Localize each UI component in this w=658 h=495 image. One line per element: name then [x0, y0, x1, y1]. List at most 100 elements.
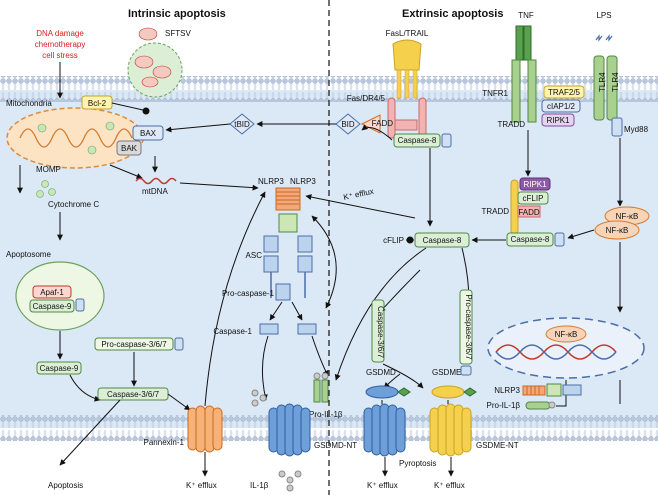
fasl-label: FasL/TRAIL	[386, 29, 429, 38]
momp-label: MOMP	[36, 165, 61, 174]
bax-box	[132, 125, 164, 141]
nlrp3-gene-label: NLRP3	[494, 386, 520, 395]
caspase8-mid-box	[506, 232, 554, 247]
bax-label: BAX	[140, 129, 157, 138]
nfkb-2-label: NF-κB	[606, 226, 629, 235]
pro-caspase-367-v-label: Pro-caspase-3/6/7	[464, 294, 473, 360]
tnfr1-label: TNFR1	[482, 89, 508, 98]
nfkb-nucleus-label: NF-κB	[555, 330, 578, 339]
tradd-mid-label: TRADD	[481, 207, 509, 216]
bcl2-box	[81, 95, 113, 110]
arrow-nlrp3-procasp1	[311, 215, 337, 309]
cflip-box	[517, 191, 549, 205]
fadd-mid-box	[517, 205, 541, 218]
cytochrome-c-label: Cytochrome C	[48, 200, 99, 209]
arrow-casp367-pannexin	[167, 393, 191, 411]
stress-line-1: DNA damage	[36, 29, 84, 38]
cflip-label: cFLIP	[383, 236, 404, 245]
k-efflux-intrinsic: K⁺ efflux	[186, 481, 217, 490]
nlrp3-right-label: NLRP3	[290, 177, 316, 186]
pro-caspase1-label: Pro-caspase-1	[222, 289, 275, 298]
stress-line-2: chemotherapy	[35, 40, 86, 49]
arrow-kefflux-nlrp3	[305, 194, 416, 219]
ripk1-top-box	[541, 113, 575, 127]
myd88-label: Myd88	[624, 125, 649, 134]
apaf1-box	[32, 285, 72, 299]
gsdme-nt-label: GSDME-NT	[476, 441, 519, 450]
mitochondrion-cristae	[19, 128, 133, 148]
pannexin-1-channel	[187, 405, 223, 453]
traf-label: TRAF2/5	[548, 88, 581, 97]
fadd-mid-label: FADD	[518, 208, 540, 217]
caspase8-mid-label: Caspase-8	[511, 235, 550, 244]
gsdmd-nt-pore	[268, 403, 311, 457]
pro-caspase-367-v-box	[459, 289, 473, 365]
fadd-top-box	[394, 119, 418, 131]
tnf-ligand	[515, 25, 532, 61]
header-extrinsic: Extrinsic apoptosis	[402, 8, 503, 20]
complex-ii	[510, 179, 519, 235]
caspase-367-v-label: Caspase-3/6/7	[376, 306, 385, 359]
gsdme-protein	[431, 385, 477, 399]
fasl-ligand	[392, 39, 422, 99]
lps-label: LPS	[596, 11, 611, 20]
il1b-label: IL-1β	[250, 481, 269, 490]
bid-label: BID	[341, 120, 355, 129]
sftsv-label: SFTSV	[165, 29, 191, 38]
sftsv-virus	[127, 27, 183, 98]
k-efflux-2-label: K⁺ efflux	[434, 481, 465, 490]
caspase-367-v-box	[371, 299, 385, 363]
caspase9-complex-box	[29, 299, 75, 313]
arrow-casp9-casp367	[69, 374, 101, 402]
pro-caspase-367-label: Pro-caspase-3/6/7	[101, 340, 167, 349]
dna-strand-a	[495, 344, 617, 360]
gsdmd-nt-label: GSDMD-NT	[314, 441, 357, 450]
mtdna-strand	[135, 177, 177, 185]
pyroptosis-label: Pyroptosis	[399, 459, 436, 468]
caspase1-label: Caspase-1	[213, 327, 252, 336]
arrow-mtdna-nlrp3	[179, 182, 259, 191]
caspase9-label: Caspase-9	[40, 364, 79, 373]
arrow-nfkb-complex	[567, 229, 595, 240]
apaf1-label: Apaf-1	[40, 288, 64, 297]
caspase1-subunit-b	[297, 323, 317, 335]
bottom-membrane	[0, 415, 658, 441]
myd88-box	[611, 117, 623, 137]
gsdmd-protein	[365, 385, 411, 399]
nlrp3-gene-product	[522, 383, 582, 397]
caspase8-top-label: Caspase-8	[398, 136, 437, 145]
tlr4-a-label: TLR4	[598, 72, 607, 92]
arrow-procasp1-right	[291, 301, 303, 321]
bcl2-inhibit-line	[111, 102, 144, 111]
arrow-tbid-bax	[165, 123, 231, 133]
tbid-label: tBID	[234, 120, 250, 129]
nucleus	[487, 317, 645, 379]
tlr4-b-label: TLR4	[611, 72, 620, 92]
arrow-pannexin-nlrp3	[204, 191, 266, 407]
mitochondria-label: Mitochondria	[6, 99, 52, 108]
arrow-casp1-gsdmd	[261, 335, 269, 401]
ripk1-top-label: RIPK1	[546, 116, 570, 125]
nfkb-nucleus	[545, 325, 587, 343]
arrow-casp367-apoptosis	[59, 399, 121, 466]
arrow-mito-mtdna	[109, 164, 143, 179]
nfkb-2	[594, 220, 640, 240]
apoptosome-label: Apoptosome	[6, 250, 51, 259]
fas-label: Fas/DR4/5	[347, 94, 386, 103]
header-intrinsic: Intrinsic apoptosis	[128, 8, 226, 20]
nfkb-1-label: NF-κB	[616, 212, 639, 221]
fadd-top-label: FADD	[372, 119, 394, 128]
k-efflux-1-label: K⁺ efflux	[367, 481, 398, 490]
tbid-diamond	[229, 113, 255, 135]
mtdna-label: mtDNA	[142, 187, 168, 196]
ciap-box	[541, 99, 581, 113]
lps-molecules	[595, 34, 613, 42]
ciap-label: cIAP1/2	[547, 102, 576, 111]
nlrp3-left-label: NLRP3	[258, 177, 284, 186]
nlrp3-oligomer	[263, 187, 313, 301]
pro-il1b-gene-bar	[525, 401, 551, 410]
gsdmd-label: GSDMD	[366, 368, 396, 377]
pro-il1b-bar-b	[321, 379, 329, 403]
